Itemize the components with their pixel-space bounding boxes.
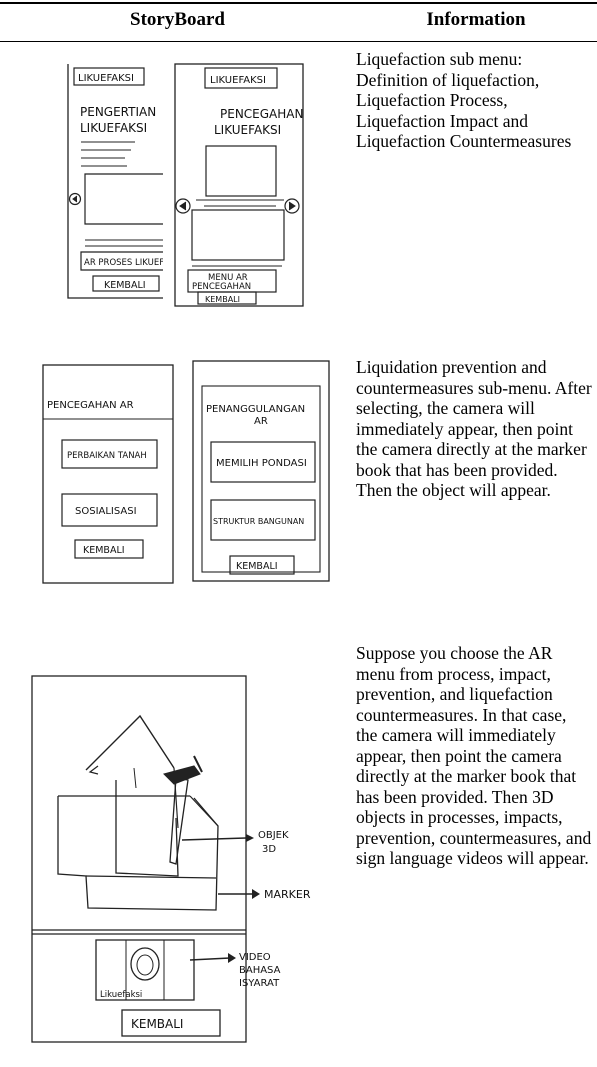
sketch-e-object-1: OBJEK — [258, 830, 289, 841]
column-header-information: Information — [426, 9, 526, 30]
row-3-information: Suppose you choose the AR menu from proc… — [356, 643, 592, 868]
sketch-a-title-2: LIKUEFAKSI — [80, 121, 147, 135]
sketch-d-title-1: PENANGGULANGAN — [206, 404, 305, 415]
sketch-b-menu-2: PENCEGAHAN — [192, 282, 251, 292]
sketch-c-back: KEMBALI — [83, 545, 125, 556]
sketch-e-video-1: VIDEO — [239, 952, 271, 963]
column-header-storyboard: StoryBoard — [130, 9, 225, 30]
sketch-b-back: KEMBALI — [205, 295, 240, 304]
sketch-b-title-2: LIKUEFAKSI — [214, 123, 281, 137]
sketch-e-video-2: BAHASA — [239, 965, 281, 976]
sketch-b-title-1: PENCEGAHAN — [220, 107, 303, 121]
sketch-e-marker: MARKER — [264, 888, 311, 901]
row-1-sketch-screen-a: LIKUEFAKSI PENGERTIAN LIKUEFAKSI AR PROS… — [63, 62, 163, 302]
row-2-sketch-screen-b: PENANGGULANGAN AR MEMILIH PONDASI STRUKT… — [190, 358, 332, 590]
sketch-c-btn-1: PERBAIKAN TANAH — [67, 451, 147, 461]
sketch-e-back: KEMBALI — [131, 1017, 183, 1031]
sketch-b-tab: LIKUEFAKSI — [210, 75, 266, 86]
row-2-sketch-screen-a: PENCEGAHAN AR PERBAIKAN TANAH SOSIALISAS… — [40, 362, 176, 588]
sketch-a-tab: LIKUEFAKSI — [78, 73, 134, 84]
header-bottom-rule — [0, 41, 597, 42]
row-1-information: Liquefaction sub menu: Definition of liq… — [356, 49, 572, 151]
sketch-a-ar-button: AR PROSES LIKUEFAKSI — [84, 258, 163, 268]
row-3-sketch-ar-screen: Likuefaksi OBJEK 3D MARKER VIDEO BAHASA … — [28, 668, 328, 1048]
sketch-e-video-caption: Likuefaksi — [100, 990, 142, 1000]
header-top-rule — [0, 2, 597, 4]
sketch-d-btn-1: MEMILIH PONDASI — [216, 458, 307, 469]
sketch-e-video-3: ISYARAT — [239, 978, 280, 989]
sketch-a-title-1: PENGERTIAN — [80, 105, 156, 119]
sketch-c-btn-2: SOSIALISASI — [75, 506, 137, 517]
row-2-information: Liquidation prevention and countermeasur… — [356, 357, 592, 500]
sketch-d-btn-2: STRUKTUR BANGUNAN — [213, 517, 304, 526]
sketch-e-object-2: 3D — [262, 844, 276, 855]
sketch-d-title-2: AR — [254, 416, 268, 427]
sketch-d-back: KEMBALI — [236, 561, 278, 572]
sketch-b-menu-1: MENU AR — [208, 273, 248, 283]
sketch-c-title: PENCEGAHAN AR — [47, 400, 134, 411]
sketch-a-back: KEMBALI — [104, 280, 146, 291]
row-1-sketch-screen-b: LIKUEFAKSI PENCEGAHAN LIKUEFAKSI MENU AR… — [172, 62, 307, 310]
